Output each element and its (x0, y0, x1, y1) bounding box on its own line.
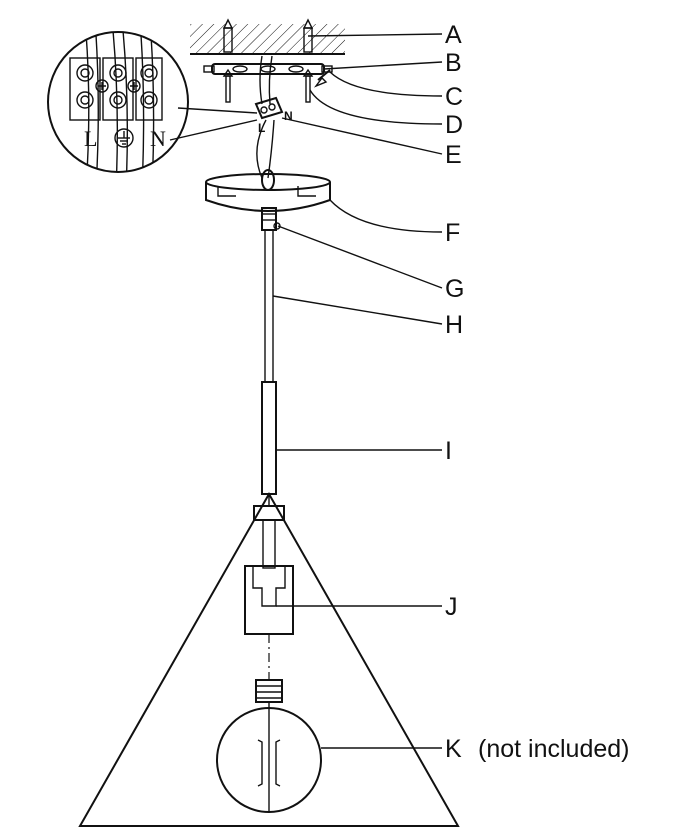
label-d: D (445, 111, 463, 139)
supply-wire-1 (259, 55, 263, 105)
leader-c (329, 71, 443, 97)
ground-icon (118, 131, 130, 145)
leader-g (277, 225, 443, 289)
lamp-socket (244, 565, 294, 635)
wall-anchor-right (302, 18, 314, 53)
leader-a (307, 33, 443, 37)
leader-h (272, 295, 443, 325)
metal-tube (261, 381, 277, 495)
wire-marker-neutral: N (284, 109, 293, 123)
label-g: G (445, 275, 464, 303)
detail-circle (47, 31, 189, 173)
terminal-label-live: L (84, 126, 97, 151)
label-k: K (445, 735, 462, 763)
fabric-cord (264, 229, 274, 383)
leader-f (329, 199, 443, 233)
mounting-screw-right (302, 68, 314, 103)
label-i: I (445, 437, 452, 465)
leader-lines (272, 33, 443, 749)
ceiling (190, 24, 345, 55)
label-b: B (445, 49, 462, 77)
label-f: F (445, 219, 460, 247)
label-k-note: (not included) (478, 735, 629, 763)
canopy (205, 169, 331, 212)
mounting-screw-left (222, 68, 234, 103)
bracket-screw-right (313, 69, 331, 88)
leader-e (281, 117, 443, 155)
mounting-bracket (203, 63, 333, 75)
terminal-block-detail: L N (47, 31, 258, 173)
leader-b (323, 61, 443, 70)
lamp-shade (78, 491, 460, 827)
terminal-label-neutral: N (150, 126, 166, 151)
label-h: H (445, 311, 463, 339)
ground-symbol-circle (114, 128, 134, 148)
ceiling-hatch (190, 24, 345, 54)
shade-collar (253, 494, 285, 569)
label-a: A (445, 21, 462, 49)
label-j: J (445, 593, 458, 621)
label-c: C (445, 83, 463, 111)
leader-d (309, 89, 443, 125)
wall-anchor-left (222, 18, 234, 53)
light-bulb (216, 679, 322, 813)
label-e: E (445, 141, 462, 169)
